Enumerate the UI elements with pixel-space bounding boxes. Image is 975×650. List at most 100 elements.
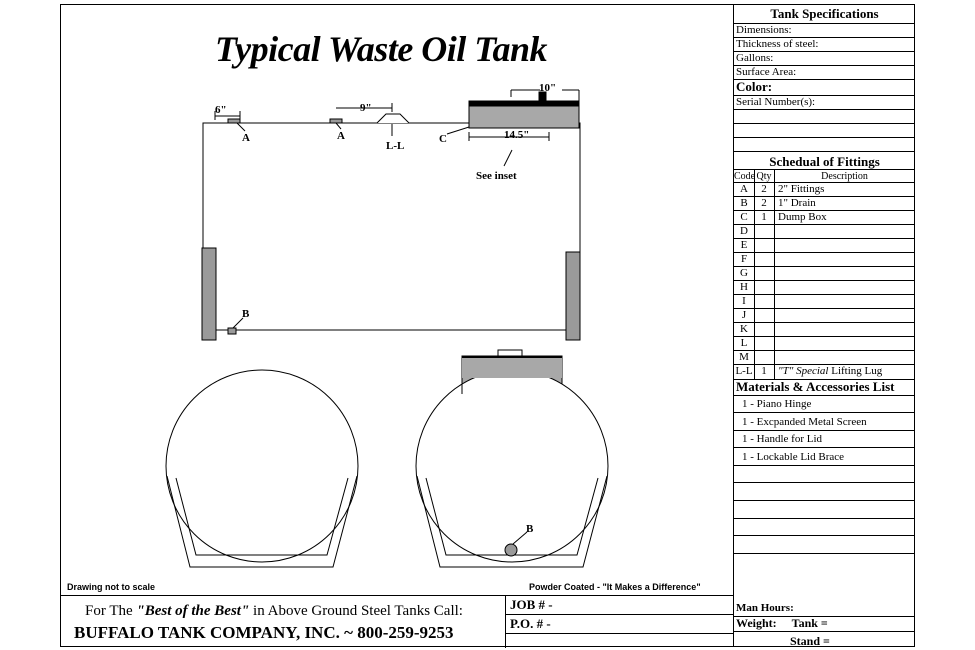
fitting-row: M: [734, 351, 915, 365]
dump-box: [468, 102, 580, 129]
fittings-header: Schedual of Fittings: [734, 152, 915, 170]
material-item: 1 - Lockable Lid Brace: [734, 449, 915, 466]
fitting-code: J: [734, 309, 755, 322]
weight-label: Weight:: [736, 617, 777, 630]
footer-bar: For The "Best of the Best" in Above Grou…: [60, 595, 733, 648]
material-item: [734, 537, 915, 554]
fitting-desc: Dump Box: [778, 211, 827, 223]
fitting-a-middle: [329, 118, 343, 124]
po-number: P.O. # -: [506, 615, 733, 634]
dump-box-lid: [468, 100, 580, 107]
fitting-a-left: [227, 118, 241, 124]
fitting-desc: "T" Special Lifting Lug: [778, 365, 883, 377]
saddle-right: [565, 251, 581, 341]
fitting-qty: 1: [754, 365, 775, 379]
spec-blank-3: [734, 138, 915, 152]
fitting-row: E: [734, 239, 915, 253]
material-item: [734, 466, 915, 484]
fitting-code: M: [734, 351, 755, 364]
fitting-qty: [754, 281, 775, 294]
page-title: Typical Waste Oil Tank: [215, 29, 548, 69]
fitting-code: D: [734, 225, 755, 238]
spec-surface: Surface Area:: [734, 66, 915, 80]
job-box: JOB # - P.O. # -: [505, 596, 733, 648]
scale-note: Drawing not to scale: [67, 582, 156, 592]
powder-note: Powder Coated - "It Makes a Difference": [529, 582, 701, 592]
specs-header: Tank Specifications: [734, 4, 915, 24]
weight-row: Weight: Tank =: [734, 617, 915, 631]
fitting-qty: [754, 239, 775, 252]
fitting-code: G: [734, 267, 755, 280]
fittings-col-header: Code Qty Description: [734, 170, 915, 183]
fitting-qty: [754, 351, 775, 364]
fitting-desc: 1" Drain: [778, 197, 816, 209]
fitting-code: C: [734, 211, 755, 224]
fitting-qty: [754, 323, 775, 336]
fitting-code: F: [734, 253, 755, 266]
fitting-desc: 2" Fittings: [778, 183, 825, 195]
weight-stand: Stand =: [790, 635, 830, 647]
fitting-code: A: [734, 183, 755, 196]
label-a-1: A: [242, 132, 250, 144]
tank-side-body: [202, 122, 581, 331]
label-a-2: A: [337, 130, 345, 142]
material-item: [734, 502, 915, 519]
spec-serial: Serial Number(s):: [734, 96, 915, 110]
material-item: [734, 519, 915, 537]
tank-end-right: [415, 369, 609, 563]
material-item: 1 - Piano Hinge: [734, 396, 915, 413]
fitting-qty: 2: [754, 197, 775, 210]
tank-end-left: [165, 369, 359, 563]
col-code: Code: [734, 170, 756, 183]
stand-end-left: [166, 475, 358, 568]
saddle-left: [201, 247, 217, 341]
dump-box-end-handle: [497, 349, 523, 357]
dump-box-handle: [538, 91, 547, 103]
dim-10-label: 10": [539, 82, 556, 94]
fitting-qty: [754, 253, 775, 266]
see-inset-label: See inset: [476, 170, 517, 182]
dim-6-label: 6": [215, 104, 227, 116]
fitting-qty: [754, 225, 775, 238]
fitting-qty: [754, 267, 775, 280]
drawing-frame: [60, 4, 915, 647]
call-line: For The "Best of the Best" in Above Grou…: [85, 603, 463, 619]
weight-tank: Tank =: [791, 617, 828, 630]
spec-thickness: Thickness of steel:: [734, 38, 915, 52]
fitting-qty: 2: [754, 183, 775, 196]
label-b-side: B: [242, 308, 250, 320]
label-b-end: B: [526, 523, 534, 535]
fitting-qty: [754, 337, 775, 350]
dim-14-5-label: 14.5": [504, 129, 529, 141]
fitting-qty: [754, 309, 775, 322]
company-line: BUFFALO TANK COMPANY, INC. ~ 800-259-925…: [74, 623, 454, 642]
fitting-code: K: [734, 323, 755, 336]
fitting-row: H: [734, 281, 915, 295]
col-desc: Description: [821, 171, 868, 182]
fitting-code: H: [734, 281, 755, 294]
spec-panel: Tank Specifications Dimensions: Thicknes…: [733, 4, 915, 647]
fitting-code: B: [734, 197, 755, 210]
fitting-row: J: [734, 309, 915, 323]
spec-blank-2: [734, 124, 915, 138]
spec-blank-1: [734, 110, 915, 124]
spec-gallons: Gallons:: [734, 52, 915, 66]
fitting-qty: 1: [754, 211, 775, 224]
fitting-row-ll: L-L 1 "T" Special Lifting Lug: [734, 365, 915, 380]
lifting-lug: [376, 113, 410, 124]
label-ll: L-L: [386, 140, 404, 152]
fitting-code: L: [734, 337, 755, 350]
material-item: [734, 484, 915, 501]
fitting-row: D: [734, 225, 915, 239]
materials-header: Materials & Accessories List: [734, 380, 915, 396]
label-c: C: [439, 133, 447, 145]
col-qty: Qty: [754, 170, 775, 183]
fitting-code: E: [734, 239, 755, 252]
job-number: JOB # -: [506, 596, 733, 615]
drain-b-side: [227, 327, 237, 335]
drain-b-end: [504, 543, 518, 557]
fitting-row: I: [734, 295, 915, 309]
fitting-row: G: [734, 267, 915, 281]
